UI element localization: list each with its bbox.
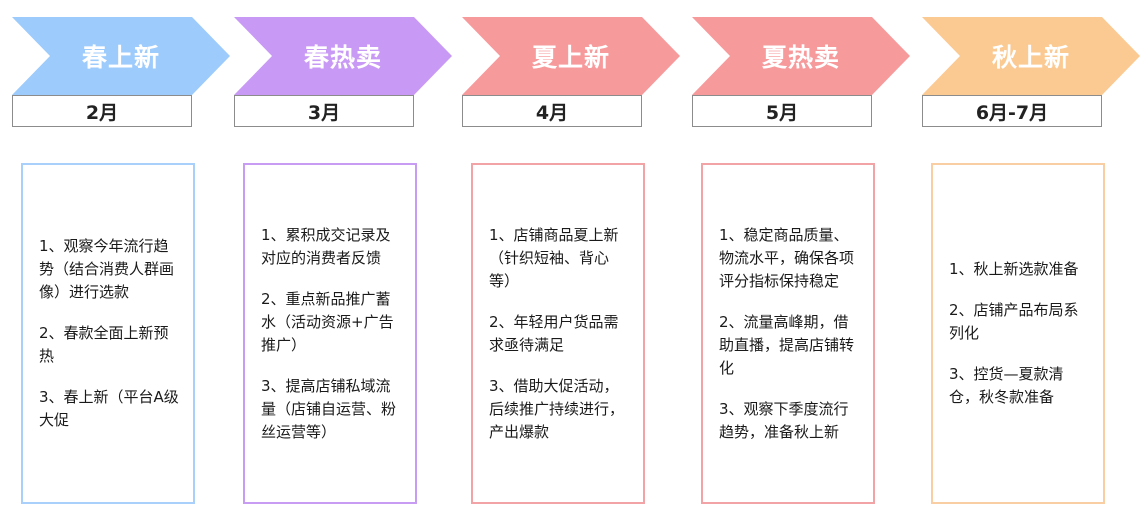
stage-card: 1、累积成交记录及对应的消费者反馈 2、重点新品推广蓄水（活动资源+广告推广） … [243, 163, 417, 504]
stage-item: 2、店铺产品布局系列化 [949, 301, 1079, 342]
stage-item: 3、春上新（平台A级大促 [39, 388, 179, 429]
stage-title: 春上新 [81, 43, 160, 72]
stage-month: 5月 [692, 95, 872, 127]
stage-card: 1、秋上新选款准备 2、店铺产品布局系列化 3、控货—夏款清仓，秋冬款准备 [931, 163, 1105, 504]
stage-month: 3月 [234, 95, 414, 127]
stage-item: 3、提高店铺私域流量（店铺自运营、粉丝运营等） [261, 376, 397, 441]
stage-arrow: 春热卖 [234, 17, 452, 95]
stage-item: 3、控货—夏款清仓，秋冬款准备 [949, 365, 1064, 406]
stage-item: 2、流量高峰期，借助直播，提高店铺转化 [719, 312, 855, 377]
stage-column: 夏上新 4月 1、店铺商品夏上新（针织短袖、背心等） 2、年轻用户货品需求亟待满… [462, 0, 680, 522]
stage-item: 1、秋上新选款准备 [949, 260, 1079, 278]
stage-arrow: 秋上新 [922, 17, 1140, 95]
stage-arrow: 夏上新 [462, 17, 680, 95]
stage-column: 春上新 2月 1、观察今年流行趋势（结合消费人群画像）进行选款 2、春款全面上新… [12, 0, 230, 522]
stage-card: 1、店铺商品夏上新（针织短袖、背心等） 2、年轻用户货品需求亟待满足 3、借助大… [471, 163, 645, 504]
stage-column: 夏热卖 5月 1、稳定商品质量、物流水平，确保各项评分指标保持稳定 2、流量高峰… [692, 0, 910, 522]
stage-column: 春热卖 3月 1、累积成交记录及对应的消费者反馈 2、重点新品推广蓄水（活动资源… [234, 0, 452, 522]
stage-item: 3、借助大促活动，后续推广持续进行，产出爆款 [489, 376, 625, 441]
stage-title: 夏热卖 [761, 43, 840, 72]
stage-arrow: 春上新 [12, 17, 230, 95]
stage-item: 2、春款全面上新预热 [39, 324, 169, 365]
stage-arrow: 夏热卖 [692, 17, 910, 95]
arrow-shape [692, 17, 910, 95]
stage-month: 6月-7月 [922, 95, 1102, 127]
arrow-shape [12, 17, 230, 95]
stage-item: 1、店铺商品夏上新（针织短袖、背心等） [489, 225, 619, 290]
stage-item: 2、年轻用户货品需求亟待满足 [489, 312, 619, 354]
arrow-shape [922, 17, 1140, 95]
stage-month: 2月 [12, 95, 192, 127]
stage-item: 1、稳定商品质量、物流水平，确保各项评分指标保持稳定 [719, 225, 855, 290]
stage-item: 2、重点新品推广蓄水（活动资源+广告推广） [261, 289, 394, 354]
stage-card: 1、观察今年流行趋势（结合消费人群画像）进行选款 2、春款全面上新预热 3、春上… [21, 163, 195, 504]
stage-item: 3、观察下季度流行趋势，准备秋上新 [719, 399, 849, 441]
arrow-shape [234, 17, 452, 95]
stage-column: 秋上新 6月-7月 1、秋上新选款准备 2、店铺产品布局系列化 3、控货—夏款清… [922, 0, 1140, 522]
stage-item: 1、观察今年流行趋势（结合消费人群画像）进行选款 [39, 237, 175, 301]
stage-month: 4月 [462, 95, 642, 127]
stage-item: 1、累积成交记录及对应的消费者反馈 [261, 225, 391, 267]
arrow-shape [462, 17, 680, 95]
stage-title: 夏上新 [531, 43, 610, 72]
stage-title: 秋上新 [991, 43, 1070, 72]
stage-title: 春热卖 [303, 43, 382, 72]
stage-card: 1、稳定商品质量、物流水平，确保各项评分指标保持稳定 2、流量高峰期，借助直播，… [701, 163, 875, 504]
